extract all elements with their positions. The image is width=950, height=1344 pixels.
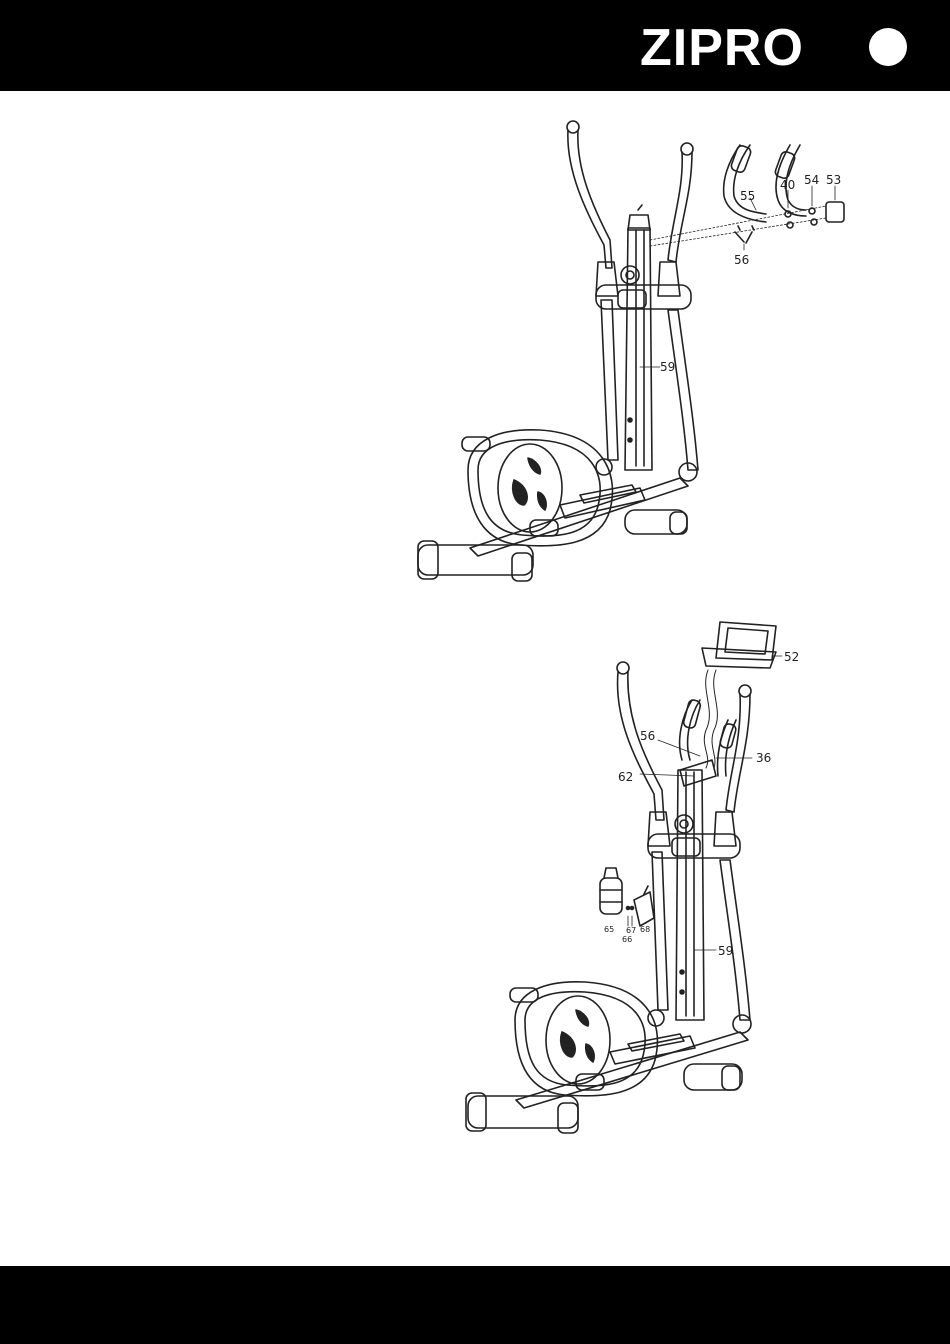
bottle-holder — [634, 892, 654, 926]
assembly-diagram-top: 55 40 54 53 56 59 — [0, 0, 950, 620]
front-stabilizer — [418, 545, 533, 575]
callout-59: 59 — [718, 944, 733, 958]
callout-54: 54 — [804, 173, 819, 187]
callout-66: 66 — [622, 935, 632, 944]
callout-62: 62 — [618, 770, 633, 784]
left-lower-arm — [601, 300, 618, 460]
callout-53: 53 — [826, 173, 841, 187]
callout-55: 55 — [740, 189, 755, 203]
callout-67: 67 — [626, 926, 636, 935]
callout-56: 56 — [734, 253, 749, 267]
footer-bar — [0, 1266, 950, 1344]
callout-36: 36 — [756, 751, 771, 765]
front-stabilizer-bottom — [468, 1096, 578, 1128]
handlebar — [724, 145, 766, 222]
callout-68: 68 — [640, 925, 650, 934]
callout-40: 40 — [780, 178, 795, 192]
callout-56: 56 — [640, 729, 655, 743]
assembly-diagram-bottom: 52 56 36 62 59 65 67 68 66 — [0, 600, 950, 1220]
callout-65: 65 — [604, 925, 614, 934]
left-upper-arm — [568, 130, 612, 268]
water-bottle — [600, 878, 622, 914]
callout-59: 59 — [660, 360, 675, 374]
callout-52: 52 — [784, 650, 799, 664]
right-lower-arm — [668, 310, 698, 470]
center-mast — [625, 228, 652, 470]
right-upper-arm — [668, 152, 692, 262]
flywheel-cover — [498, 444, 562, 532]
handlebar-cover — [826, 202, 844, 222]
